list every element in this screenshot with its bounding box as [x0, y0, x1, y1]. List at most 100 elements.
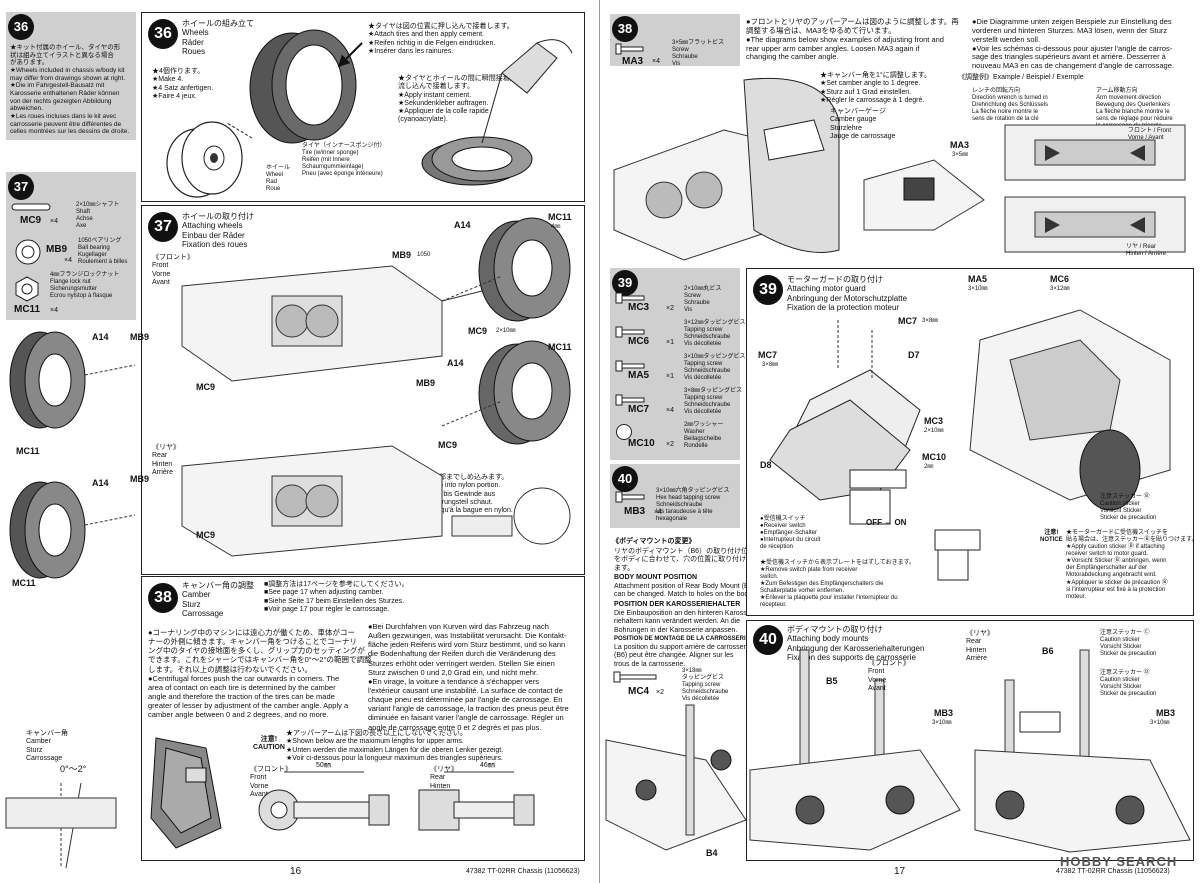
step36-glue-note: ★タイヤとホイールの間に瞬間接着剤を 流し込んで接着します。 ★Apply in… — [398, 75, 524, 124]
flange-nut-part-icon — [15, 276, 39, 302]
mc4-part-name: MC4 — [628, 686, 650, 697]
step38-number: 38 — [148, 583, 178, 613]
camber-diagram — [5, 737, 222, 869]
step37-label-1050-front: 1050 — [417, 252, 431, 258]
step38-ma3-dim: 3×5㎜ — [952, 152, 969, 158]
step37-title: ホイールの取り付け Attaching wheels Einbau der Rä… — [182, 212, 254, 250]
mc11-part-desc: 4㎜フランジロックナット Flange lock nut Sicherungsm… — [50, 272, 120, 300]
mb3-part-qty: ×4 — [654, 509, 662, 516]
step38-adjust-text-de-fr: ●Die Diagramme unten zeigen Beispiele zu… — [972, 17, 1174, 71]
step40-front-label: 《フロント》 Front Vorne Avant — [868, 660, 910, 692]
body-mount-change-illustration — [605, 704, 747, 851]
step39-d8-label: D8 — [760, 460, 772, 470]
part-desc: 3×12㎜タッピングビス Tapping screw Schneidschrau… — [684, 320, 746, 348]
ma3-part-qty: ×4 — [652, 58, 660, 65]
part-desc: 2㎜ワッシャー Washer Beilagscheibe Rondelle — [684, 422, 724, 450]
mb9-part-name: MB9 — [46, 244, 68, 255]
step37-panel: 37 ホイールの取り付け Attaching wheels Einbau der… — [141, 205, 585, 575]
step39-mc3-label: MC3 — [924, 416, 944, 426]
part-name: MA5 — [628, 370, 650, 381]
part-name: MC7 — [628, 404, 650, 415]
part-qty: ×1 — [666, 339, 674, 346]
screw-icon — [615, 324, 646, 338]
step39-mc10-dim: 2㎜ — [924, 464, 934, 470]
part-desc: 2×10㎜丸ビス Screw Schraube Vis — [684, 286, 722, 314]
screw-icon — [616, 424, 632, 440]
step39-ma5-dim: 3×10㎜ — [968, 286, 988, 292]
step38-parts-panel: 38 MA3 ×4 3×5㎜フラットビス Screw Schraube Vis — [610, 14, 740, 68]
part-desc: 3×10㎜タッピングビス Tapping screw Schneidschrau… — [684, 354, 746, 382]
step38-reference-note: ■調整方法は17ページを参考にしてください。 ■See page 17 when… — [264, 581, 409, 613]
step39-number: 39 — [753, 275, 783, 305]
step39-mc7-label: MC7 — [898, 316, 918, 326]
step38-one-degree-note: ★キャンバー角を1°に調整します。 ★Set camber angle to 1… — [820, 72, 931, 104]
step39-motor-guard-illustration — [769, 309, 1171, 581]
step36-panel: 36 ホイールの組み立て Wheels Räder Roues ★4個作ります。… — [141, 12, 585, 202]
step36-kit-note-panel: 36 ★キット付属のホイール、タイヤの形 状は組み立てイラストと異なる場合 があ… — [6, 12, 136, 140]
shaft-part-icon — [11, 203, 51, 211]
step39-ma5-label: MA5 — [968, 274, 988, 284]
right-page-footer: 47382 TT-02RR Chassis (11056623) — [1056, 868, 1170, 875]
step39-mc3-dim: 2×10㎜ — [924, 428, 944, 434]
notice-badge: 注意! NOTICE — [1040, 530, 1063, 544]
body-mount-text-de: Die Einbauposition an den hinteren Karos… — [614, 610, 753, 634]
b4-label: B4 — [706, 848, 718, 858]
left-rear-label-a14: A14 — [92, 478, 109, 488]
bearing-part-icon — [15, 239, 41, 265]
part-name: MC3 — [628, 302, 650, 313]
ma3-part-desc: 3×5㎜フラットビス Screw Schraube Vis — [672, 40, 725, 68]
hex-screw-icon — [615, 491, 645, 503]
mc11-part-qty: ×4 — [50, 307, 58, 314]
notice-sticker-text: ★モーターガードに受信機スイッチを 貼る場合は、注意ステッカーⒷを貼りつけます。… — [1066, 530, 1198, 600]
screw-icon — [615, 358, 646, 372]
step37-label-a14-rear: A14 — [447, 358, 464, 368]
left-front-label-mc9: MC9 — [196, 382, 216, 392]
part-qty: ×2 — [666, 441, 674, 448]
example-rear-label: リヤ / Rear Hinten / Arrière — [1126, 244, 1167, 258]
step38-camber-adjust-illustration — [613, 77, 985, 261]
step37-parts-panel: 37 MC9 ×4 2×10㎜シャフト Shaft Achse Axe MB9 … — [6, 172, 136, 320]
mb3-part-desc: 3×10㎜六角タッピングビス Hex head tapping screw Sc… — [656, 488, 730, 523]
step38-front-label: 《フロント》 Front Vorne Avant — [250, 766, 292, 798]
step39-mc10-label: MC10 — [922, 452, 947, 462]
step36-tire-label: タイヤ（インナースポンジ付） Tire (w/inner sponge) Rei… — [302, 143, 386, 178]
step39-mc7-dim-left: 3×8㎜ — [762, 362, 779, 368]
step40-mb3-label-front: MB3 — [934, 708, 954, 718]
step37-label-mb9-front: MB9 — [392, 250, 412, 260]
step40-b5-label: B5 — [826, 676, 838, 686]
step39-mc6-label: MC6 — [1050, 274, 1070, 284]
switch-plate-note: ★受信機スイッチから表示プレートをはずしておきます。 ★Remove switc… — [760, 560, 916, 609]
step36-wheel-tire-illustration — [166, 29, 573, 198]
step37-label-mc11-front: MC11 — [548, 212, 572, 222]
tapping-screw-icon — [613, 671, 657, 683]
caution-sticker-c-label: 注意ステッカー Ⓒ Caution sticker Vorsicht Stick… — [1100, 630, 1157, 658]
camber-adjust-example-diagram — [1004, 124, 1186, 253]
body-mount-heading-fr: POSITION DE MONTAGE DE LA CARROSSERIE — [614, 636, 750, 642]
step40-rear-label: 《リヤ》 Rear Hinten Arrière — [966, 630, 994, 662]
page-gutter — [599, 0, 600, 883]
step40-parts-panel: 40 MB3 ×4 3×10㎜六角タッピングビス Hex head tappin… — [610, 464, 740, 528]
step36-make-note: ★4個作ります。 ★Make 4. ★4 Satz anfertigen. ★F… — [152, 68, 214, 100]
left-page-number: 16 — [290, 866, 302, 877]
mc11-part-name: MC11 — [14, 304, 41, 315]
step37-label-mb9-rear: MB9 — [416, 378, 436, 388]
mc4-part-desc: 3×18㎜ タッピングビス Tapping screw Schneidschra… — [682, 668, 729, 703]
wrench-direction-label: レンチの回転方向 Direction wrench is turned in D… — [972, 88, 1049, 123]
step36-number: 36 — [148, 19, 178, 49]
upper-arm-length-diagram — [258, 771, 535, 831]
example-front-label: フロント / Front Vorne / Avant — [1128, 128, 1172, 142]
part-name: MC10 — [628, 438, 655, 449]
camber-angle-label: キャンバー角 Camber Sturz Carrossage — [26, 730, 68, 762]
step39-d7-label: D7 — [908, 350, 920, 360]
left-page-footer: 47382 TT-02RR Chassis (11056623) — [466, 868, 580, 875]
rear-arm-length: 46㎜ — [480, 762, 495, 769]
step36-kit-note-text: ★キット付属のホイール、タイヤの形 状は組み立てイラストと異なる場合 があります… — [10, 44, 130, 136]
caution-sticker-b-label: 注意ステッカー Ⓑ Caution sticker Vorsicht Stick… — [1100, 494, 1157, 522]
screw-icon — [615, 392, 646, 406]
left-front-label-mc11: MC11 — [16, 446, 40, 456]
step37-chassis-illustration — [181, 217, 571, 557]
body-mount-text-fr: La position du support arrière de carros… — [614, 644, 752, 668]
mc4-part-qty: ×2 — [656, 689, 664, 696]
step39-mc6-dim: 3×12㎜ — [1050, 286, 1070, 292]
body-mount-heading-de: POSITION DER KAROSSERIEHALTER — [614, 601, 741, 608]
